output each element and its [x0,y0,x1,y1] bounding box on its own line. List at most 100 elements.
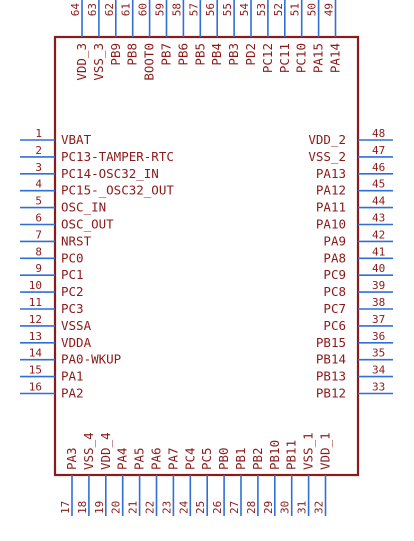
pin-number: 48 [372,127,385,140]
pin-name: VSS_1 [301,432,316,470]
pin-number: 54 [238,3,251,17]
pin-number: 62 [103,3,116,16]
pin-name: PA14 [328,43,343,73]
right-pin-group: 48VDD_247VSS_246PA1345PA1244PA1143PA1042… [308,127,393,401]
pin-left-5: 5 OSC_IN [20,195,106,215]
pin-name: PA4 [115,447,130,470]
pin-name: PB14 [316,352,346,367]
pin-number: 50 [306,3,319,16]
pin-name: PB5 [192,43,207,66]
pin-name: PB2 [250,447,265,470]
pin-name: PB7 [159,43,174,66]
pin-number: 3 [35,161,42,174]
pin-number: 2 [35,144,42,157]
pin-name: PA15 [311,43,326,73]
pin-name: VDD_2 [308,132,346,147]
pin-name: PC12 [260,43,275,73]
pin-number: 41 [372,245,385,258]
pin-bottom-17: 17 PA3 [59,447,79,516]
pin-number: 15 [29,364,42,377]
pin-number: 25 [194,501,207,514]
pin-name: PC9 [323,267,346,282]
pin-bottom-32: 32 VDD_1 [313,432,333,516]
pin-name: VSSA [61,318,92,333]
pin-number: 35 [372,347,385,360]
pin-number: 47 [372,144,385,157]
pin-bottom-20: 20 PA4 [110,447,130,516]
pin-name: NRST [61,233,92,248]
pin-name: VDD_1 [318,432,333,470]
pin-name: PD2 [243,43,258,66]
pin-number: 22 [144,501,157,514]
pin-number: 14 [29,347,43,360]
pin-right-41: 41 PA8 [323,245,393,265]
pin-number: 64 [69,3,82,17]
pin-name: PB4 [209,43,224,66]
pin-number: 17 [59,501,72,514]
pin-name: OSC_IN [61,200,106,215]
pin-right-33: 33 PB12 [316,381,393,401]
pin-number: 12 [29,313,42,326]
pin-name: PC6 [323,318,346,333]
pin-number: 59 [154,3,167,16]
pin-name: PA2 [61,386,84,401]
pin-number: 61 [120,3,133,16]
pin-name: PA8 [323,250,346,265]
pin-name: VDD_4 [98,432,113,470]
pin-number: 1 [35,127,42,140]
pin-name: PC11 [277,43,292,73]
pin-number: 57 [187,3,200,16]
pin-number: 53 [255,3,268,16]
pin-number: 5 [35,195,42,208]
pin-number: 16 [29,381,42,394]
pin-name: PC1 [61,267,84,282]
pin-name: PA12 [316,183,346,198]
pin-name: VBAT [61,132,92,147]
pin-name: PA13 [316,166,346,181]
pin-number: 33 [372,381,385,394]
pin-left-16: 16 PA2 [20,381,84,401]
pin-bottom-28: 28 PB2 [245,447,265,516]
pin-number: 26 [211,501,224,514]
pin-name: PB6 [175,43,190,66]
pin-name: PA3 [64,447,79,470]
pin-number: 56 [204,3,217,16]
pin-number: 60 [137,3,150,16]
pin-name: PB11 [284,440,299,470]
pin-number: 28 [245,501,258,514]
top-pin-group: 64VDD_363VSS_362PB961PB860BOOT059PB758PB… [69,0,343,81]
pin-name: PB12 [316,386,346,401]
pin-number: 63 [86,3,99,16]
pin-number: 32 [313,501,326,514]
pin-number: 20 [110,501,123,514]
bottom-pin-group: 17PA318VSS_419VDD_420PA421PA522PA623PA72… [59,432,333,516]
pin-number: 13 [29,330,42,343]
pin-name: PA6 [149,447,164,470]
